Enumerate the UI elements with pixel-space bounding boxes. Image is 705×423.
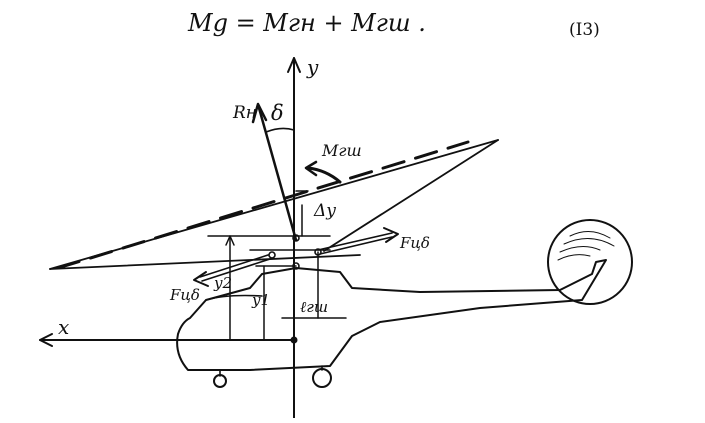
hinge-force-left-line-b — [201, 258, 271, 282]
hub-moment-arrowhead — [304, 160, 318, 177]
tail-rotor-disk — [547, 219, 633, 305]
rotor-plane-line-lower — [49, 254, 361, 270]
hinge-force-left-arrowhead — [193, 271, 209, 287]
rotor-thrust-vector — [257, 106, 298, 242]
fuselage-outline — [176, 259, 607, 371]
fuselage-inner-line — [205, 294, 263, 301]
y2-label: y2 — [213, 274, 232, 292]
hinge-force-left-line-a — [199, 254, 269, 278]
rotor-plane-line-upper — [49, 139, 499, 270]
x-axis-label: x — [58, 315, 69, 339]
y2-dim-arrow — [225, 235, 235, 246]
tail-rotor-hatch-4 — [557, 254, 591, 261]
rotor-thrust-arrowhead — [251, 102, 268, 124]
hinge-force-right-label: Fцδ — [399, 234, 430, 252]
formula: Mg = Mгн + Mгш . — [187, 9, 426, 37]
tail-rotor-hatch-1 — [569, 231, 611, 239]
left-hinge-point — [268, 251, 276, 259]
y-axis-arrow — [287, 57, 301, 73]
hinge-force-right-arrowhead — [383, 227, 399, 243]
hinge-force-right-line-b — [319, 236, 393, 255]
tilt-angle-label: δ — [271, 101, 284, 125]
x-axis-arrow — [39, 333, 53, 347]
hub-moment-arrow — [306, 166, 342, 184]
formula-number: (I3) — [569, 20, 600, 40]
rotor-thrust-label: Rн — [232, 103, 257, 123]
y-axis-label: y — [306, 55, 319, 79]
delta-y-label: Δy — [313, 201, 336, 221]
main-wheel — [312, 368, 332, 388]
blade-line-right — [323, 139, 499, 252]
y1-label: y1 — [251, 291, 270, 309]
front-wheel — [213, 374, 227, 388]
hub-point — [292, 234, 300, 242]
tail-rotor-hatch-3 — [559, 246, 601, 253]
hub-moment-label: Mгш — [321, 141, 362, 160]
hinge-offset-label: ℓгш — [300, 298, 328, 316]
tilt-angle-arc — [265, 127, 295, 133]
hinge-force-left-label: Fцδ — [169, 286, 200, 304]
center-of-mass-point — [290, 336, 298, 344]
hinge-force-right-line-a — [317, 232, 393, 251]
tail-rotor-hatch-2 — [563, 238, 615, 247]
